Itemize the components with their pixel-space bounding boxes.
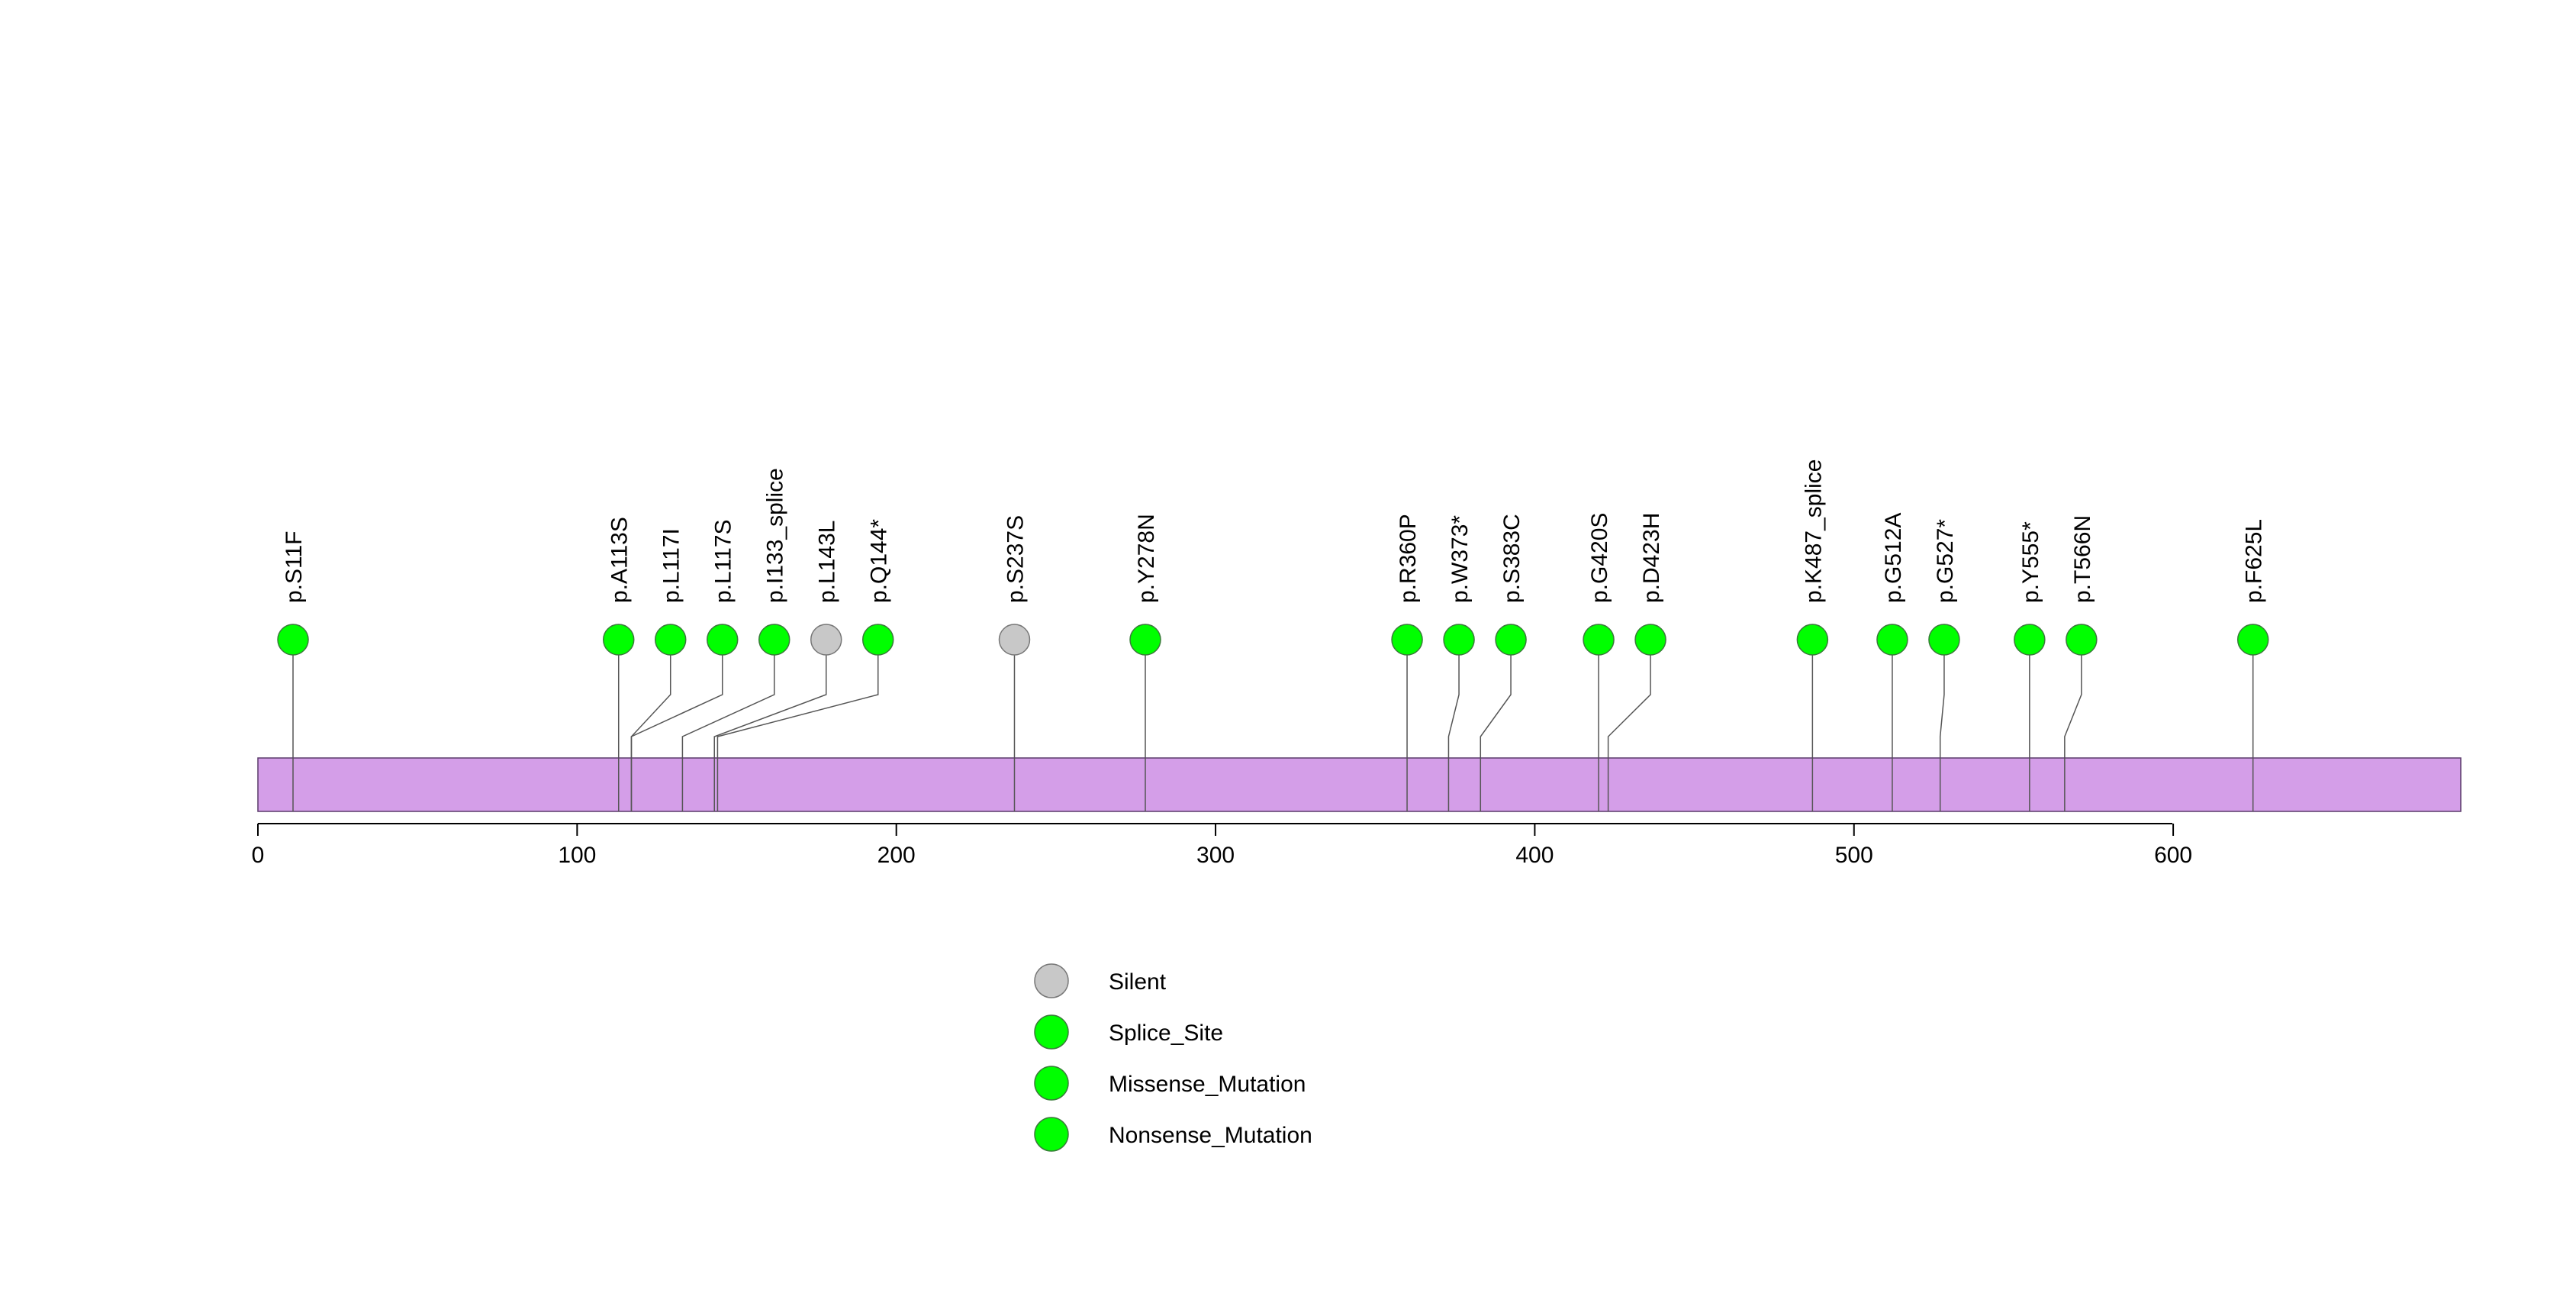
mutation-head <box>706 624 739 656</box>
mutation-head <box>2066 624 2098 656</box>
mutation-head <box>1443 624 1475 656</box>
mutation-head <box>861 624 894 656</box>
mutation-label: p.T566N <box>2070 515 2095 603</box>
legend-marker <box>1034 1066 1069 1101</box>
x-tick-label: 300 <box>1196 843 1235 868</box>
mutation-head <box>277 624 309 656</box>
mutation-label: p.L117I <box>659 528 684 603</box>
mutation-head <box>1129 624 1161 656</box>
mutation-head <box>654 624 687 656</box>
mutation-head <box>2014 624 2046 656</box>
x-tick-label: 600 <box>2154 843 2192 868</box>
x-axis: 0 100 200 300 400 500 600 <box>252 823 2192 868</box>
mutation-head <box>1391 624 1423 656</box>
protein-domain-bar <box>257 757 2462 812</box>
x-tick-label: 500 <box>1835 843 1873 868</box>
x-tick-label: 400 <box>1515 843 1554 868</box>
mutation-head <box>758 624 791 656</box>
mutation-head <box>1796 624 1829 656</box>
mutation-label: p.L117S <box>711 519 736 603</box>
mutation-label: p.S237S <box>1003 515 1028 603</box>
legend: SilentSplice_SiteMissense_MutationNonsen… <box>1034 963 1312 1152</box>
mutation-label: p.Y555* <box>2018 521 2043 603</box>
mutation-head <box>998 624 1031 656</box>
mutation-head <box>1928 624 1960 656</box>
mutation-label: p.K487_splice <box>1801 460 1826 603</box>
x-tick-label: 0 <box>252 843 265 868</box>
legend-label: Missense_Mutation <box>1109 1072 1306 1097</box>
mutation-label: p.A113S <box>607 517 633 603</box>
bar-ticks-layer <box>292 758 2254 811</box>
mutation-head <box>810 624 842 656</box>
mutation-label: p.G527* <box>1933 519 1958 603</box>
mutation-label: p.G420S <box>1587 513 1612 603</box>
mutation-head <box>602 624 635 656</box>
mutation-head <box>1495 624 1527 656</box>
x-tick-label: 200 <box>877 843 916 868</box>
legend-marker <box>1034 1014 1069 1050</box>
mutation-label: p.F625L <box>2242 519 2267 603</box>
mutation-label: p.Q144* <box>867 519 892 603</box>
labels-layer: p.S11F p.A113S p.L117I p.L117S p.I133_splice… <box>282 460 2267 603</box>
mutation-label: p.G512A <box>1881 513 1906 603</box>
legend-marker <box>1034 1117 1069 1152</box>
mutation-label: p.D423H <box>1639 513 1664 603</box>
mutation-label: p.W373* <box>1447 515 1473 603</box>
mutation-head <box>1583 624 1615 656</box>
mutation-head <box>2236 624 2269 656</box>
mutation-label: p.I133_splice <box>763 468 788 603</box>
legend-label: Nonsense_Mutation <box>1109 1123 1312 1148</box>
x-tick-label: 100 <box>558 843 596 868</box>
mutation-label: p.S383C <box>1499 514 1525 603</box>
legend-marker <box>1034 963 1069 998</box>
legend-label: Splice_Site <box>1109 1021 1223 1046</box>
mutation-label: p.R360P <box>1396 514 1421 603</box>
legend-label: Silent <box>1109 969 1167 995</box>
mutation-head <box>1876 624 1908 656</box>
mutation-label: p.S11F <box>282 531 307 604</box>
heads-layer <box>277 624 2269 656</box>
mutation-head <box>1634 624 1666 656</box>
mutation-label: p.Y278N <box>1134 514 1159 603</box>
mutation-label: p.L143L <box>815 521 840 603</box>
